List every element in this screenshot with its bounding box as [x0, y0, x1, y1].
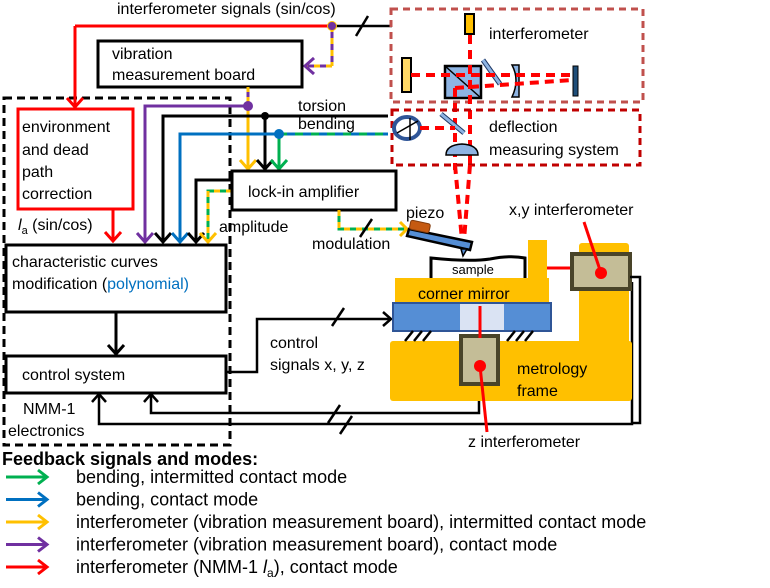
amplitude-label: amplitude	[219, 219, 288, 236]
legend-arrowhead-icon	[37, 558, 50, 576]
modulation-line	[337, 210, 410, 238]
metrology-label-2: frame	[517, 383, 558, 400]
char-curves-label-1: characteristic curves	[12, 254, 158, 271]
deflection-label-1: deflection	[489, 119, 558, 136]
deflection-measuring-boundary	[390, 108, 642, 167]
sample-label: sample	[452, 262, 494, 277]
legend-item: interferometer (NMM-1 la), contact mode	[6, 557, 398, 580]
legend-arrowhead-icon	[37, 468, 50, 486]
control-signals-line	[226, 307, 393, 374]
interferometer-label: interferometer	[489, 26, 589, 43]
interferometer-signal-line	[65, 15, 392, 110]
interferometer-signals-label: interferometer signals (sin/cos)	[117, 1, 336, 18]
vibration-board-label-1: vibration	[112, 46, 172, 63]
legend-arrowhead-icon	[37, 513, 50, 531]
characteristic-curves-box	[4, 243, 228, 314]
control-system-box	[4, 354, 228, 395]
torsion-signal-line	[153, 112, 388, 245]
la-sincos-label: la (sin/cos)	[18, 217, 93, 237]
cantilever	[405, 227, 474, 252]
vibration-measurement-board	[96, 39, 304, 89]
control-system-label: control system	[22, 367, 125, 384]
legend-label: interferometer (vibration measurement bo…	[76, 512, 646, 532]
piezo-label: piezo	[406, 205, 444, 222]
legend: bending, intermitted contact mode bending…	[6, 467, 646, 580]
cantilever-assembly	[405, 219, 474, 258]
modulation-label: modulation	[312, 236, 390, 253]
z-interferometer	[459, 306, 500, 433]
xy-interferometer	[547, 221, 642, 425]
cantilever-tip	[460, 248, 469, 258]
lockin-amplifier-box	[230, 169, 398, 212]
interferometer-boundary	[389, 7, 645, 104]
legend-item: interferometer (vibration measurement bo…	[6, 512, 646, 532]
deflection-optics	[392, 112, 479, 241]
legend-label: interferometer (vibration measurement bo…	[76, 535, 557, 555]
nmm-label-2: electronics	[8, 423, 84, 440]
char-curves-label-2: modification (polynomial)	[12, 276, 189, 293]
environment-dead-path-correction-box	[16, 107, 135, 211]
bending-label: bending	[298, 116, 355, 133]
laser-source	[464, 13, 475, 35]
control-signals-label-2: signals x, y, z	[270, 357, 365, 374]
env-label-4: correction	[22, 186, 92, 203]
env-label-2: and dead	[22, 142, 89, 159]
legend-item: bending, intermitted contact mode	[6, 467, 347, 487]
env-label-3: path	[22, 164, 53, 181]
corner-mirror-label: corner mirror	[418, 286, 510, 303]
legend-item: bending, contact mode	[6, 490, 258, 510]
legend-label: bending, intermitted contact mode	[76, 467, 347, 487]
lockin-amplitude-line	[198, 189, 232, 245]
legend-arrowhead-icon	[37, 536, 50, 553]
vibration-board-label-2: measurement board	[112, 67, 255, 84]
piezo-actuator	[409, 219, 431, 234]
positioning-stage	[392, 302, 552, 342]
control-signals-label-1: control	[270, 335, 318, 352]
detector	[572, 65, 579, 97]
bending-signal-line	[170, 129, 388, 245]
torsion-label: torsion	[298, 98, 346, 115]
metrology-label-1: metrology	[517, 361, 587, 378]
legend-title: Feedback signals and modes:	[2, 449, 258, 469]
sample	[429, 255, 527, 279]
z-interferometer-label: z interferometer	[468, 434, 581, 451]
lockin-amplifier-label: lock-in amplifier	[248, 184, 360, 201]
legend-item: interferometer (vibration measurement bo…	[6, 535, 557, 555]
deflection-label-2: measuring system	[489, 142, 619, 159]
legend-arrowhead-icon	[37, 491, 50, 508]
interferometer-optics	[401, 13, 579, 170]
legend-label: interferometer (NMM-1 la), contact mode	[76, 557, 398, 580]
xy-interferometer-label: x,y interferometer	[509, 202, 634, 219]
env-label-1: environment	[22, 119, 111, 136]
nmm-label-1: NMM-1	[23, 401, 76, 418]
legend-label: bending, contact mode	[76, 490, 258, 510]
reference-mirror	[401, 57, 412, 93]
corner-mirror	[395, 278, 549, 302]
